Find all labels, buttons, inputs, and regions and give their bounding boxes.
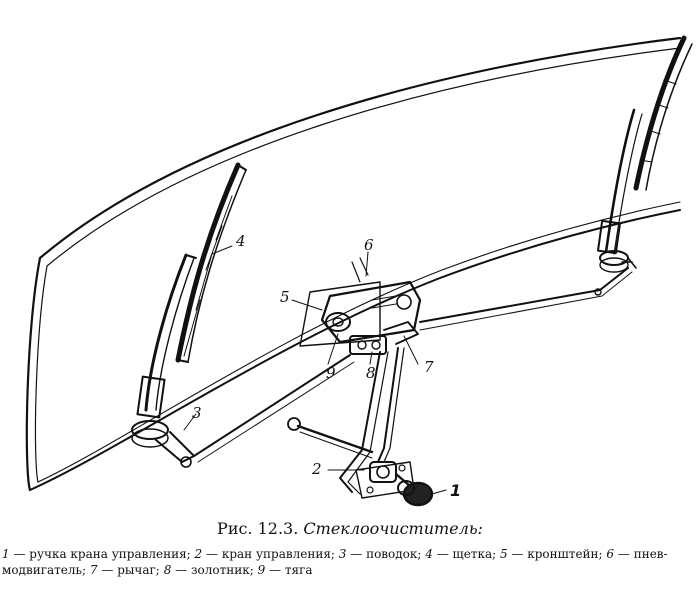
left-wiper-blade	[175, 162, 247, 363]
caption-title: Рис. 12.3. Стеклоочиститель:	[0, 519, 700, 539]
legend-item-number: 6	[606, 547, 615, 561]
callout-4: 4	[235, 232, 246, 250]
legend-item: 2 — кран управления;	[194, 547, 335, 561]
legend-item-number: 3	[338, 547, 347, 561]
legend-item: 5 — кронштейн;	[499, 547, 603, 561]
legend-item-text: пнев-	[633, 547, 668, 561]
legend-item: 9 — тяга	[257, 563, 313, 577]
figure-caption: Рис. 12.3. Стеклоочиститель:	[0, 519, 700, 539]
caption-legend: 1 — ручка крана управления; 2 — кран упр…	[2, 546, 698, 578]
lever	[383, 321, 419, 345]
spool-valve	[349, 335, 387, 355]
connecting-rods	[193, 267, 633, 463]
legend-item: 4 — щетка;	[425, 547, 497, 561]
right-wiper-arm	[596, 108, 643, 255]
legend-item-number: 2	[194, 547, 203, 561]
legend-item-text: модвигатель;	[2, 563, 87, 577]
caption-figure-number: Рис. 12.3.	[217, 519, 299, 538]
legend-item-text: ручка крана управления;	[29, 547, 191, 561]
callout-2: 2	[311, 460, 322, 478]
callout-1: 1	[450, 481, 461, 500]
legend-item: модвигатель;	[2, 563, 86, 577]
legend-item-text: кран управления;	[221, 547, 335, 561]
legend-item-text: щетка;	[452, 547, 497, 561]
legend-item-number: 5	[499, 547, 508, 561]
legend-item-number: 8	[163, 563, 172, 577]
leader-lines	[183, 245, 447, 495]
control-handle	[394, 472, 434, 507]
legend-item-text: золотник;	[190, 563, 254, 577]
air-pipes	[287, 347, 405, 495]
legend-item-number: 9	[257, 563, 266, 577]
legend-item: 8 — золотник;	[163, 563, 254, 577]
left-wiper-arm	[136, 253, 197, 419]
legend-item: 7 — рычаг;	[89, 563, 160, 577]
right-wiper-blade	[633, 35, 693, 191]
callout-6: 6	[364, 236, 374, 254]
callout-3: 3	[192, 404, 202, 422]
left-pivot-lever	[131, 420, 195, 468]
callout-7: 7	[424, 358, 434, 376]
caption-figure-title: Стеклоочиститель:	[303, 519, 483, 538]
right-pivot	[599, 250, 637, 273]
legend-item-number: 4	[425, 547, 433, 561]
legend-item-text: тяга	[284, 563, 313, 577]
legend-item-number: 7	[89, 563, 98, 577]
callout-8: 8	[366, 364, 376, 382]
legend-item-number: 1	[2, 547, 10, 561]
legend-item-text: рычаг;	[117, 563, 160, 577]
diagram-drawing: 4 3 5 6 7 8 9 2 1	[25, 35, 693, 507]
callout-9: 9	[326, 364, 336, 382]
legend-item: 1 — ручка крана управления;	[2, 547, 191, 561]
legend-item: 6 — пнев-	[606, 547, 668, 561]
callout-5: 5	[280, 288, 290, 306]
legend-item-text: поводок;	[366, 547, 422, 561]
legend-item: 3 — поводок;	[338, 547, 422, 561]
legend-item-text: кронштейн;	[527, 547, 603, 561]
